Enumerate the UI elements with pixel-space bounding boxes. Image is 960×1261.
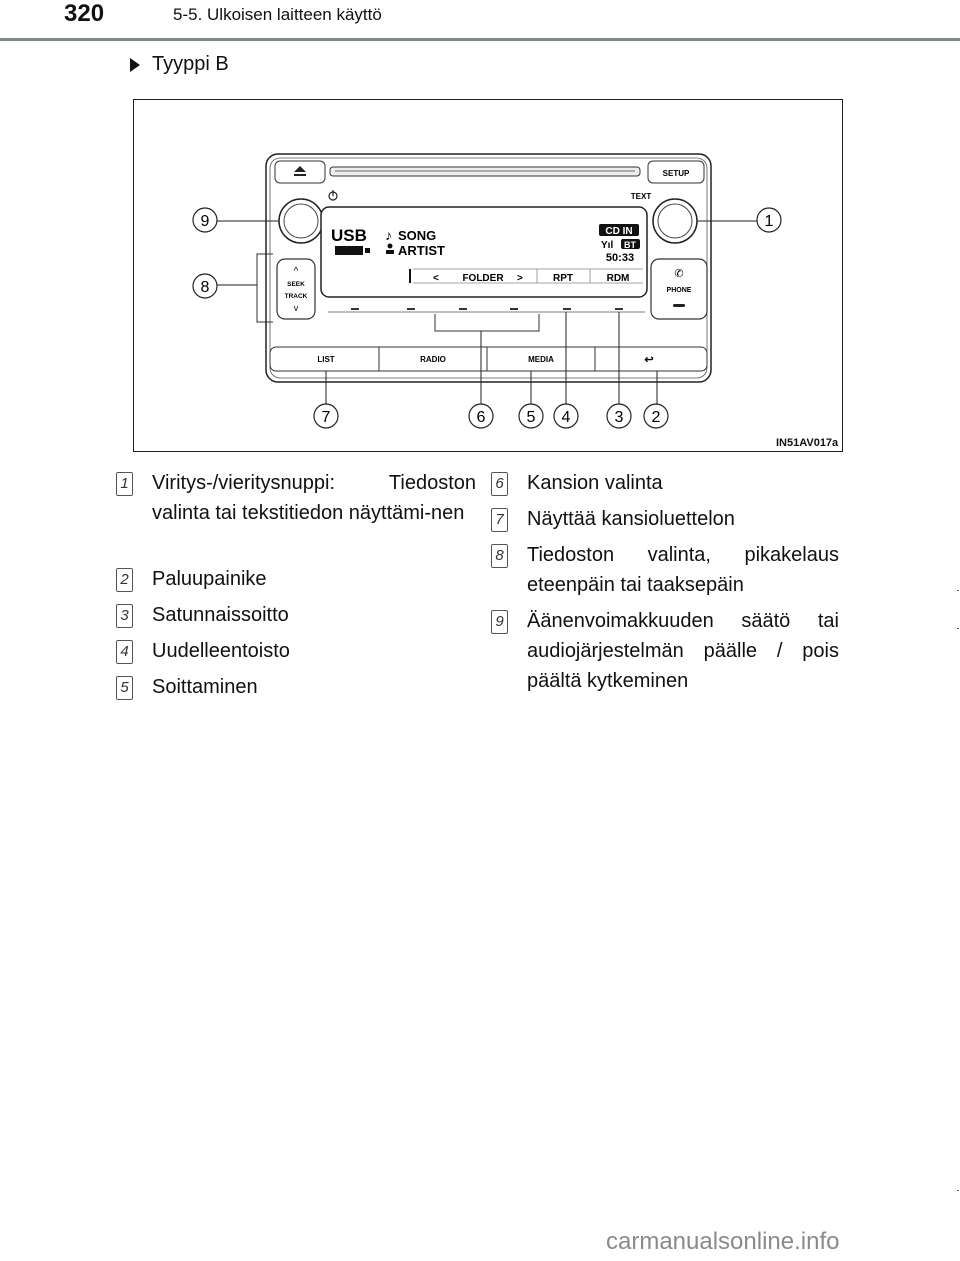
legend-number: 4 (116, 640, 133, 664)
phone-label: PHONE (667, 287, 692, 294)
legend-number: 3 (116, 604, 133, 628)
eject-icon (294, 166, 306, 172)
callout-4: 4 (562, 409, 571, 426)
chevron-down-icon: v (294, 303, 299, 313)
list-label: LIST (317, 355, 334, 364)
setup-label: SETUP (663, 169, 690, 178)
display-time: 50:33 (606, 252, 634, 264)
legend-text: Näyttää kansioluettelon (527, 508, 735, 530)
legend-number: 2 (116, 568, 133, 592)
subheading-text: Tyyppi B (152, 53, 229, 75)
display-rdm: RDM (607, 273, 630, 284)
phone-hangup-icon (673, 304, 685, 307)
section-title: 5-5. Ulkoisen laitteen käyttö (173, 5, 382, 24)
callout-3: 3 (615, 409, 624, 426)
legend-text: Kansion valinta (527, 472, 663, 494)
legend-text: Paluupainike (152, 568, 267, 590)
display-rpt: RPT (553, 273, 573, 284)
legend-number: 9 (491, 610, 508, 634)
chevron-left-icon: < (433, 273, 439, 284)
legend-text: Tiedoston valinta, pikakelaus eteenpäin … (527, 544, 839, 596)
display-artist: ARTIST (398, 243, 445, 258)
subheading: Tyyppi B (130, 53, 229, 76)
header-rule (0, 38, 960, 41)
callout-1: 1 (765, 213, 774, 230)
callout-2: 2 (652, 409, 661, 426)
radio-label: RADIO (420, 355, 446, 364)
phone-button (650, 258, 708, 320)
callout-9: 9 (201, 213, 210, 230)
signal-icon: Yıl (601, 240, 613, 251)
watermark: carmanualsonline.info (606, 1228, 840, 1255)
legend-number: 1 (116, 472, 133, 496)
seek-track-button (276, 258, 316, 320)
legend-text: Soittaminen (152, 676, 258, 698)
chevron-right-icon: > (517, 273, 523, 284)
note-icon: ♪ (385, 227, 392, 243)
chevron-up-icon: ^ (294, 266, 299, 277)
margin-mark (957, 590, 959, 591)
usb-device-icon (335, 246, 363, 255)
margin-mark (957, 1190, 959, 1191)
phone-pickup-icon: ✆ (674, 268, 683, 280)
callout-6: 6 (477, 409, 486, 426)
display-source: USB (331, 226, 367, 245)
callout-7: 7 (322, 409, 331, 426)
display-song: SONG (398, 228, 436, 243)
text-label: TEXT (631, 192, 652, 201)
display-folder: FOLDER (462, 273, 504, 284)
back-icon: ↩ (644, 354, 653, 366)
legend-text: Äänenvoimakkuuden säätö tai audiojärjest… (527, 610, 839, 692)
legend-number: 8 (491, 544, 508, 568)
legend-text: Satunnaissoitto (152, 604, 289, 626)
person-icon (387, 243, 393, 249)
audio-unit-illustration: SETUP TEXT USB ♪ SONG ARTIST CD IN Yıl B… (192, 153, 782, 429)
callout-8: 8 (201, 279, 210, 296)
legend-text: Uudelleentoisto (152, 640, 290, 662)
seek-label: SEEK (287, 281, 305, 288)
display-cd-in: CD IN (605, 226, 632, 237)
legend-number: 6 (491, 472, 508, 496)
display-bt: BT (624, 240, 636, 250)
media-label: MEDIA (528, 355, 554, 364)
figure-frame (133, 99, 843, 452)
track-label: TRACK (285, 293, 308, 300)
figure-code: IN51AV017a (776, 437, 839, 449)
callout-5: 5 (527, 409, 536, 426)
page-number: 320 (64, 0, 105, 27)
legend-number: 7 (491, 508, 508, 532)
triangle-bullet-icon (130, 57, 140, 72)
margin-mark (957, 628, 959, 629)
legend-text: Viritys-/vieritysnuppi: Tiedoston valint… (152, 472, 476, 524)
display-screen (320, 206, 648, 298)
legend-number: 5 (116, 676, 133, 700)
